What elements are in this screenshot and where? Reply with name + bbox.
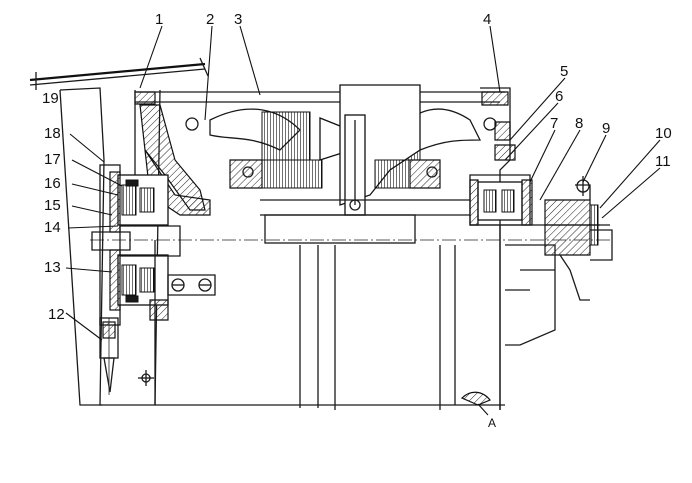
slip-ring-assembly xyxy=(91,164,216,326)
callout-12: 12 xyxy=(48,306,65,323)
callout-10: 10 xyxy=(655,125,672,142)
callout-6: 6 xyxy=(555,88,563,105)
callout-17: 17 xyxy=(44,151,61,168)
callout-9: 9 xyxy=(602,120,610,137)
callout-19: 19 xyxy=(42,90,59,107)
view-marker-a: A xyxy=(488,416,496,430)
callout-labels: 1 2 3 4 5 6 7 8 9 10 11 12 13 14 15 16 1… xyxy=(42,11,672,430)
housing-outline xyxy=(138,225,556,410)
callout-7: 7 xyxy=(550,115,558,132)
callout-14: 14 xyxy=(44,219,61,236)
callout-8: 8 xyxy=(575,115,583,132)
callout-1: 1 xyxy=(155,11,163,28)
rotor xyxy=(185,84,497,244)
leader-lines xyxy=(65,25,661,416)
callout-15: 15 xyxy=(44,197,61,214)
callout-11: 11 xyxy=(655,153,671,170)
callout-5: 5 xyxy=(560,63,568,80)
callout-16: 16 xyxy=(44,175,61,192)
callout-4: 4 xyxy=(483,11,491,28)
drive-end-shield xyxy=(469,87,600,410)
callout-18: 18 xyxy=(44,125,61,142)
callout-13: 13 xyxy=(44,259,61,276)
pulley-hub xyxy=(544,176,613,301)
callout-2: 2 xyxy=(206,11,214,28)
callout-3: 3 xyxy=(234,11,242,28)
top-cover xyxy=(29,57,209,105)
terminal-stud xyxy=(99,317,119,395)
